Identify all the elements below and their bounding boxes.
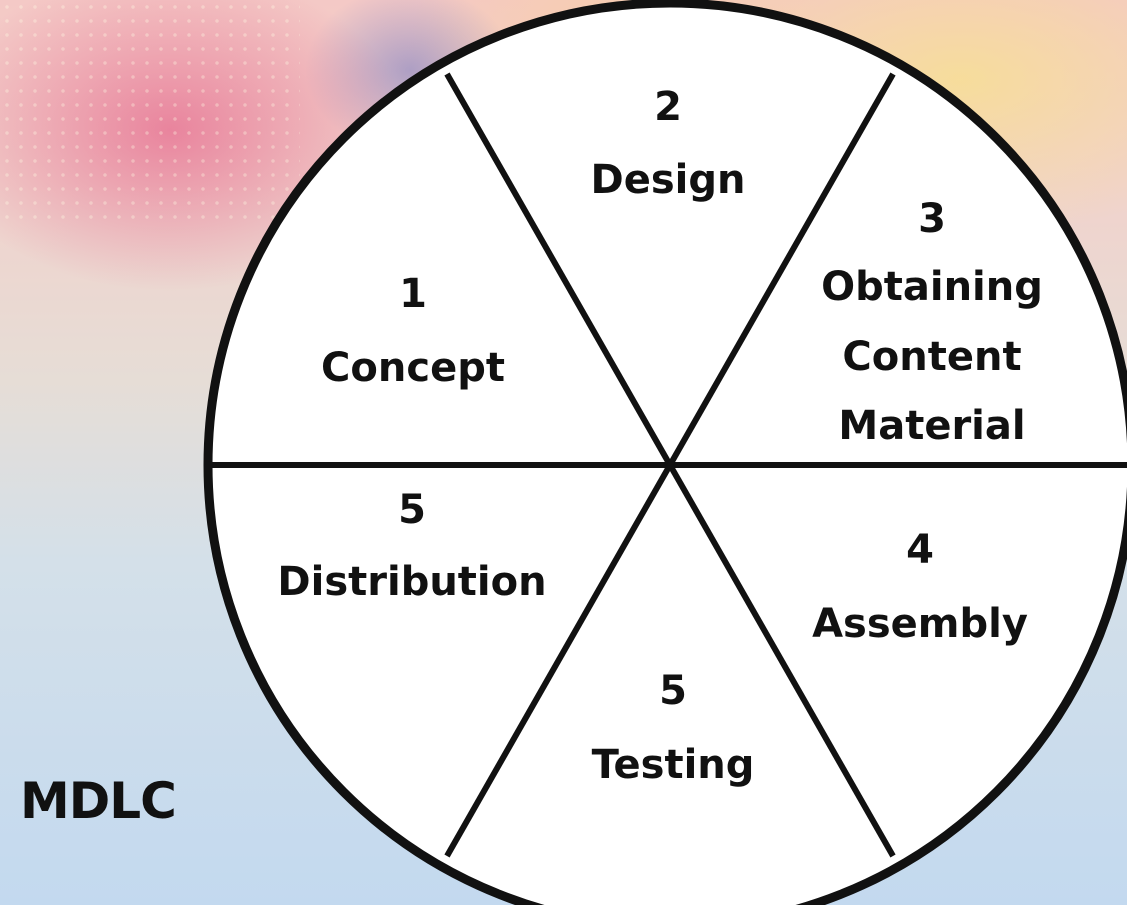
divider-diagonal-2 [444, 72, 896, 858]
segment-number: 4 [906, 527, 934, 573]
segment-number: 2 [654, 84, 682, 130]
segment-label: Testing [592, 742, 755, 788]
background-circuit-pattern [0, 0, 300, 220]
segment-label: Concept [321, 345, 505, 391]
segment-testing: 5 Testing [592, 668, 755, 788]
segment-label-line-3: Material [838, 403, 1025, 449]
segment-assembly: 4 Assembly [812, 527, 1028, 647]
segment-label: Design [591, 157, 746, 203]
segment-label: Distribution [277, 559, 546, 605]
segment-number: 3 [918, 196, 946, 242]
segment-number: 1 [399, 271, 427, 317]
page-title: MDLC [20, 772, 177, 830]
segment-design: 2 Design [591, 84, 746, 203]
segment-concept: 1 Concept [321, 271, 505, 391]
segment-label-line-2: Content [842, 334, 1021, 380]
segment-number: 5 [398, 487, 426, 533]
segment-number: 5 [659, 668, 687, 714]
segment-label-line-1: Obtaining [821, 264, 1043, 310]
segment-distribution: 5 Distribution [277, 487, 546, 605]
segment-label: Assembly [812, 601, 1028, 647]
segment-obtaining-content-material: 3 Obtaining Content Material [821, 196, 1043, 449]
